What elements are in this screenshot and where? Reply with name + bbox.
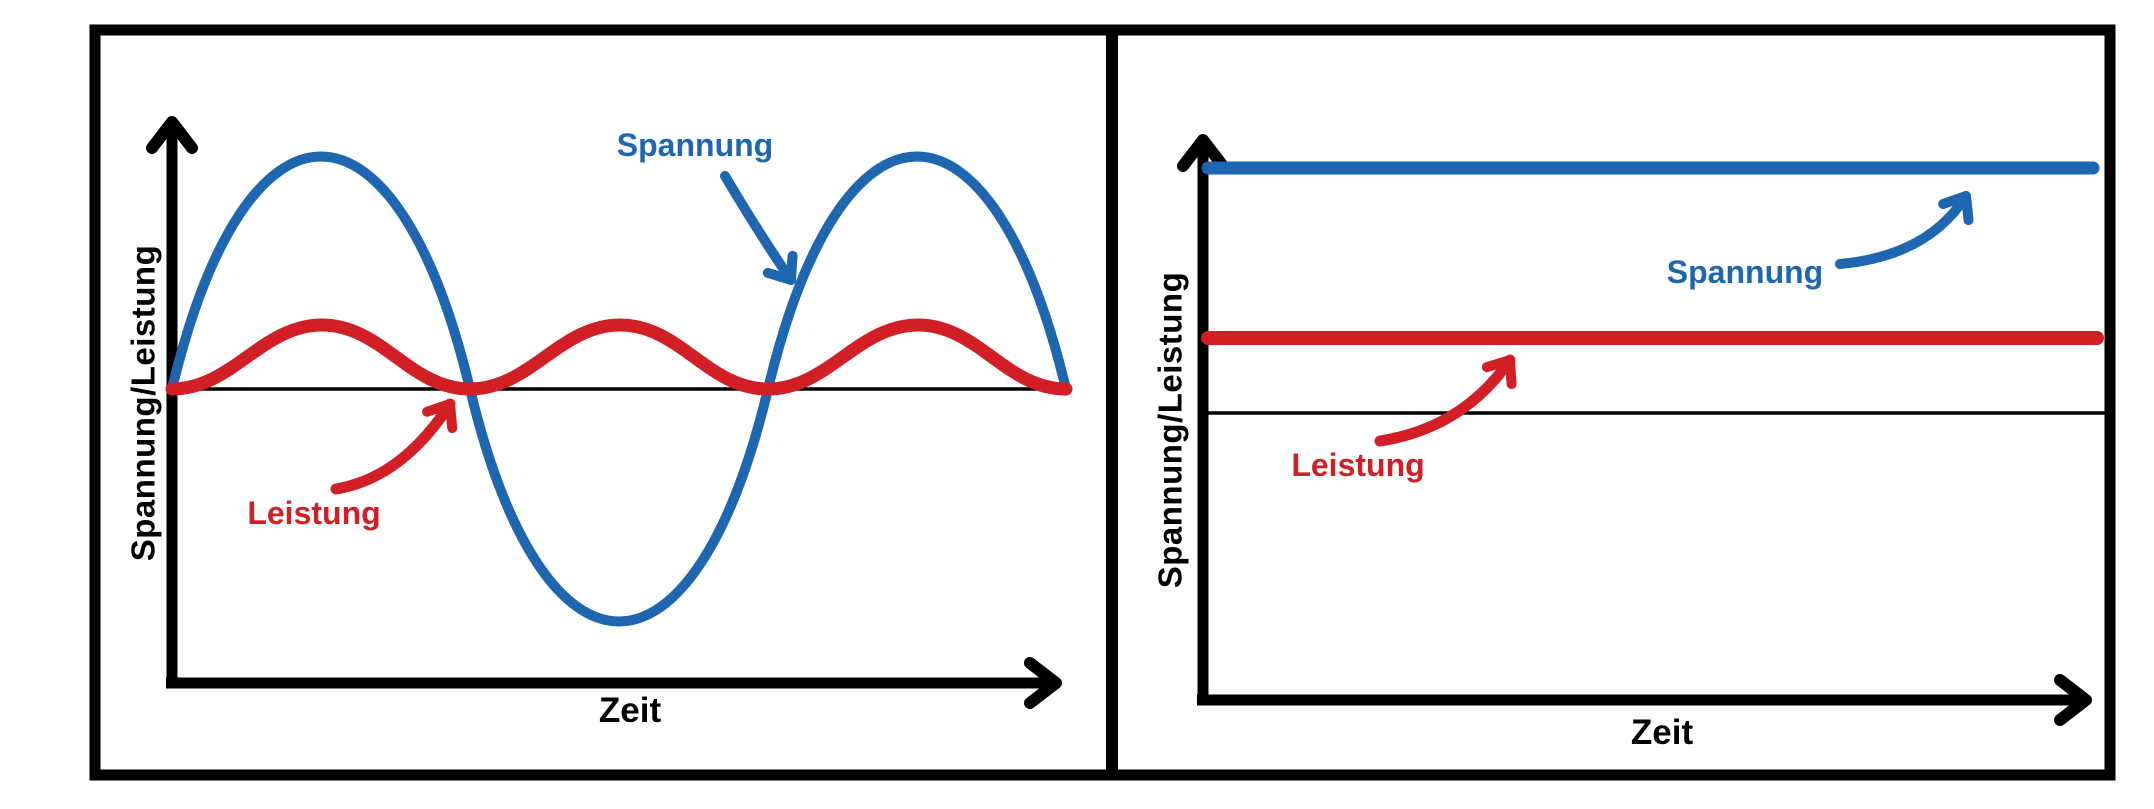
left-panel: Spannung Leistung Spannung/Leistung Zeit bbox=[125, 116, 1073, 730]
left-spannung-callout-label: Spannung bbox=[617, 127, 773, 163]
right-panel: Spannung Leistung Spannung/Leistung Zeit bbox=[1152, 134, 2108, 752]
left-x-axis-label: Zeit bbox=[599, 691, 662, 730]
left-spannung-callout-arrow bbox=[720, 171, 798, 285]
right-leistung-callout-arrow bbox=[1374, 354, 1517, 447]
left-spannung-curve bbox=[167, 151, 1071, 627]
left-leistung-callout-label: Leistung bbox=[247, 495, 380, 531]
right-x-axis-label: Zeit bbox=[1631, 713, 1694, 752]
left-leistung-callout-arrow bbox=[330, 398, 458, 495]
right-spannung-callout-arrow bbox=[1835, 191, 1974, 269]
right-leistung-callout-label: Leistung bbox=[1291, 447, 1424, 483]
right-spannung-callout-label: Spannung bbox=[1667, 254, 1823, 290]
outer-frame bbox=[89, 24, 2116, 781]
left-y-axis-label: Spannung/Leistung bbox=[125, 245, 162, 561]
left-leistung-curve bbox=[165, 318, 1073, 396]
right-y-axis-label: Spannung/Leistung bbox=[1152, 272, 1189, 588]
